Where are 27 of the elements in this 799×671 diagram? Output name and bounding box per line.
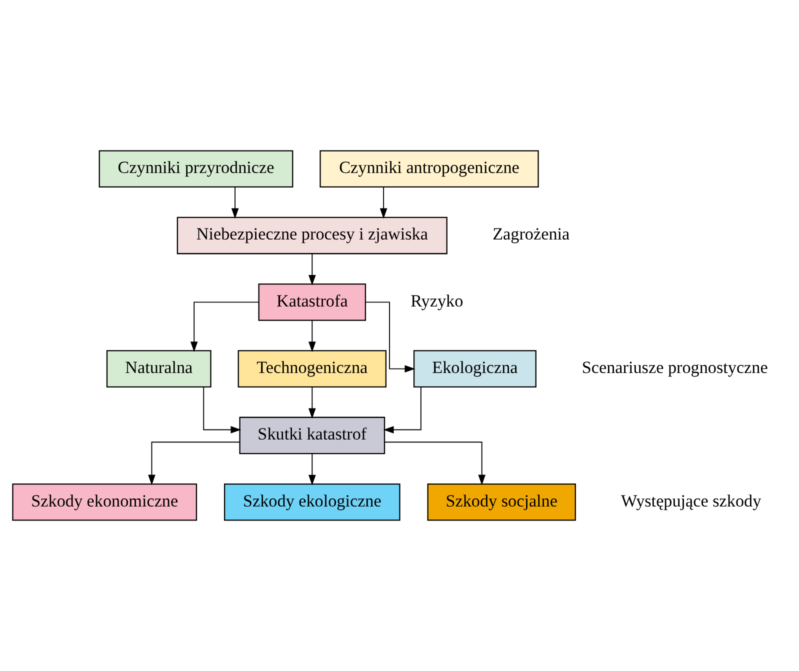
arrow <box>308 453 316 486</box>
node-box: Szkody ekologiczne <box>224 483 400 521</box>
node-box: Naturalna <box>106 350 212 388</box>
label: Występujące szkody <box>620 491 762 510</box>
node-box: Szkody socjalne <box>427 483 576 521</box>
node-box: Czynniki antropogeniczne <box>320 150 539 188</box>
node-box: Katastrofa <box>258 284 366 321</box>
node-box: Czynniki przyrodnicze <box>98 150 294 188</box>
label: Ryzyko <box>410 291 464 310</box>
arrow <box>308 386 316 419</box>
arrow <box>148 442 240 486</box>
arrow <box>231 186 239 219</box>
arrow <box>190 302 260 352</box>
label: Scenariusze prognostyczne <box>582 358 768 378</box>
arrow <box>384 442 486 486</box>
arrow <box>203 386 242 434</box>
arrow <box>308 253 316 286</box>
arrow <box>380 186 388 219</box>
node-box: Skutki katastrof <box>239 416 386 454</box>
node-box: Ekologiczna <box>413 350 536 388</box>
label: Zagrożenia <box>492 224 570 244</box>
node-box: Niebezpieczne procesy i zjawiska <box>176 216 448 254</box>
arrow <box>383 386 422 434</box>
node-box: Technogeniczna <box>238 350 386 388</box>
arrow <box>308 320 316 352</box>
arrow <box>365 302 416 372</box>
node-box: Szkody ekonomiczne <box>12 483 198 521</box>
